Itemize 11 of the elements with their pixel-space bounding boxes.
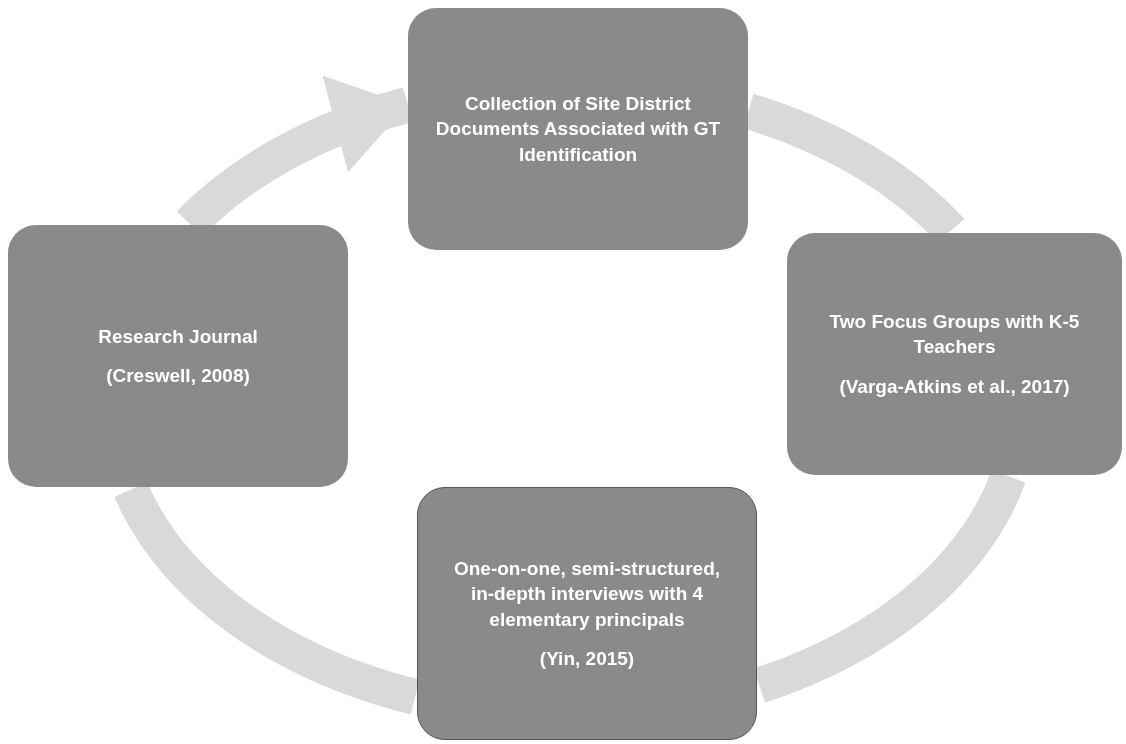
step-text: One-on-one, semi-structured, in-depth interviews with 4 elementary principals bbox=[453, 557, 721, 632]
citation-text: (Yin, 2015) bbox=[539, 646, 635, 671]
step-box bbox=[408, 8, 748, 250]
step-box bbox=[417, 487, 757, 740]
step-text: Collection of Site District Documents Associated with GT Identification bbox=[434, 92, 722, 167]
step-text: Research Journal bbox=[98, 324, 258, 349]
step-box bbox=[787, 233, 1122, 475]
citation-text: (Creswell, 2008) bbox=[106, 364, 250, 388]
citation-text: (Varga-Atkins et al., 2017) bbox=[839, 374, 1070, 399]
step-text: Two Focus Groups with K-5 Teachers bbox=[828, 310, 1081, 360]
step-box bbox=[8, 225, 348, 487]
